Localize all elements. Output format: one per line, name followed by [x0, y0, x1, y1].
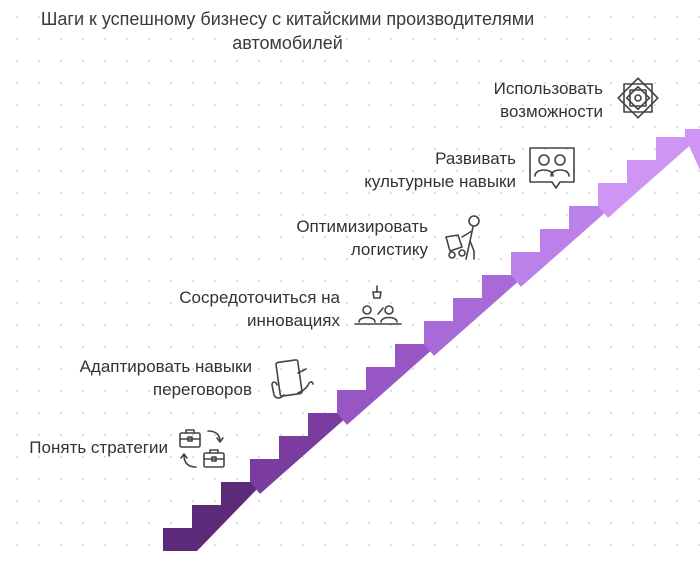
diagram-title: Шаги к успешному бизнесу с китайскими пр… — [0, 7, 575, 55]
step-label-develop-cultural-skills: Развивать культурные навыки — [364, 147, 516, 193]
team-lamp-icon — [353, 284, 403, 332]
hand-document-icon — [268, 355, 318, 405]
step-label-adapt-negotiation: Адаптировать навыки переговоров — [80, 355, 252, 401]
step-4-line-2: логистику — [350, 240, 428, 259]
step-3-line-2: инновациях — [247, 311, 340, 330]
title-line-1: Шаги к успешному бизнесу с китайскими пр… — [40, 9, 535, 29]
person-cart-icon — [440, 213, 490, 263]
step-6-line-2: возможности — [500, 102, 603, 121]
briefcase-exchange-icon — [176, 425, 230, 473]
step-label-focus-innovation: Сосредоточиться на инновациях — [179, 286, 340, 332]
star-ornament-icon — [613, 73, 663, 123]
step-2-line-1: Адаптировать навыки — [79, 357, 252, 376]
step-label-optimize-logistics: Оптимизировать логистику — [296, 215, 428, 261]
step-5-line-1: Развивать — [435, 149, 516, 168]
people-chat-icon — [526, 144, 578, 194]
stair-segment-5 — [511, 206, 608, 287]
stair-segment-6 — [598, 137, 695, 218]
title-line-2: автомобилей — [232, 33, 343, 53]
step-6-line-1: Использовать — [493, 79, 603, 98]
step-3-line-1: Сосредоточиться на — [179, 288, 340, 307]
stair-segment-1 — [163, 482, 260, 551]
stair-segment-3 — [337, 344, 434, 425]
step-4-line-1: Оптимизировать — [296, 217, 428, 236]
step-label-use-opportunities: Использовать возможности — [494, 77, 603, 123]
step-1-line-1: Понять стратегии — [29, 438, 168, 457]
stair-segment-4 — [424, 275, 521, 356]
step-2-line-2: переговоров — [152, 380, 252, 399]
stair-segment-2 — [250, 413, 347, 494]
step-5-line-2: культурные навыки — [364, 172, 516, 191]
stair-top-landing — [685, 129, 700, 170]
step-label-understand-strategies: Понять стратегии — [29, 436, 168, 459]
